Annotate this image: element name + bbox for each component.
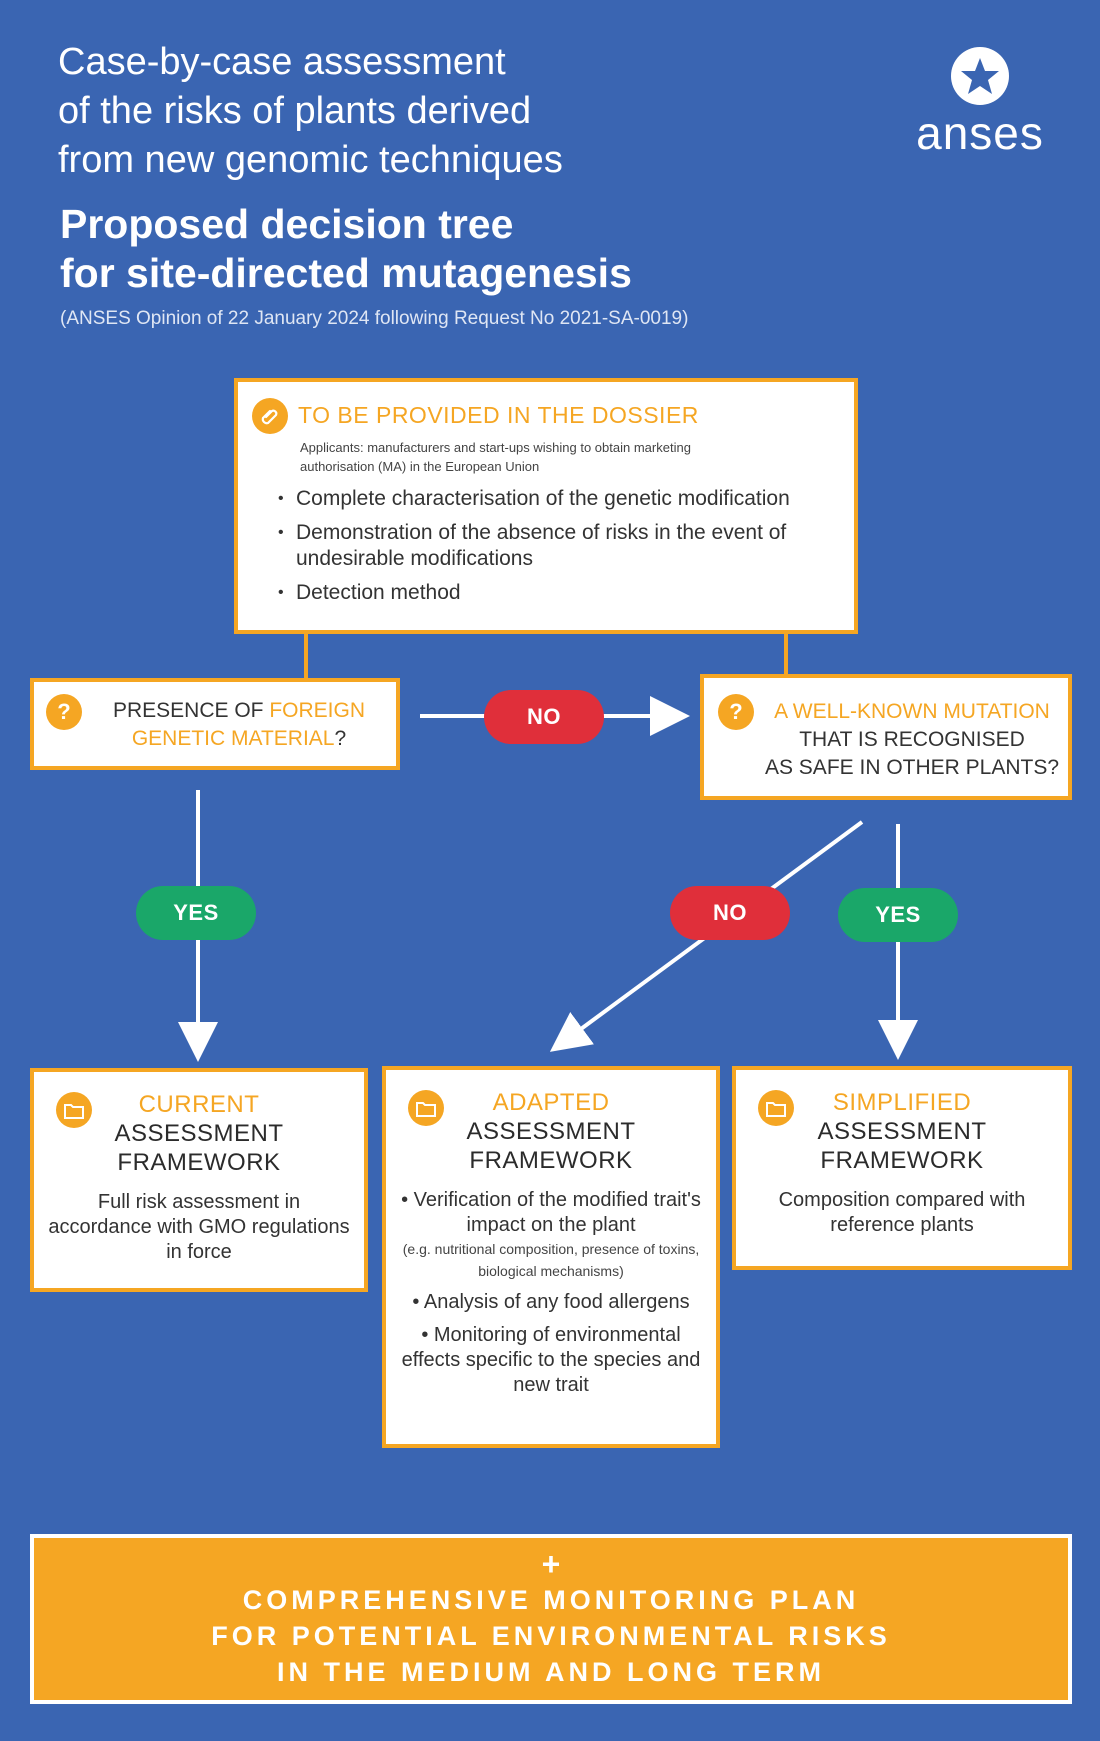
logo-text: anses <box>916 107 1044 159</box>
framework-title-highlight: CURRENT <box>138 1091 260 1118</box>
page-title: Case-by-case assessment of the risks of … <box>58 38 838 185</box>
list-item: Detection method <box>278 580 838 606</box>
yes-badge-2: YES <box>838 888 958 942</box>
question-mark-icon: ? <box>718 694 754 730</box>
banner-text: COMPREHENSIVE MONITORING PLAN FOR POTENT… <box>34 1582 1068 1690</box>
title-line-3: from new genomic techniques <box>58 139 563 181</box>
plus-icon: + <box>541 1546 561 1582</box>
question-line-3: AS SAFE IN OTHER PLANTS? <box>764 756 1060 779</box>
logo-star-icon <box>951 47 1009 105</box>
dossier-title: TO BE PROVIDED IN THE DOSSIER <box>298 402 699 428</box>
question-highlight: FOREIGN GENETIC MATERIAL <box>131 699 366 750</box>
framework-title-line: FRAMEWORK <box>820 1147 984 1174</box>
folder-icon <box>408 1090 444 1126</box>
framework-title: ADAPTED ASSESSMENT FRAMEWORK <box>386 1088 716 1175</box>
paperclip-icon <box>252 398 288 434</box>
framework-title: CURRENT ASSESSMENT FRAMEWORK <box>34 1090 364 1177</box>
title-line-2: of the risks of plants derived <box>58 90 532 132</box>
folder-icon <box>758 1090 794 1126</box>
anses-logo: anses <box>900 44 1060 164</box>
framework-title-line: FRAMEWORK <box>469 1147 633 1174</box>
question-foreign-material: PRESENCE OF FOREIGN GENETIC MATERIAL? <box>94 697 384 753</box>
dossier-list: Complete characterisation of the genetic… <box>278 486 838 614</box>
adapted-framework-box: ADAPTED ASSESSMENT FRAMEWORK • Verificat… <box>382 1066 720 1448</box>
framework-body: Composition compared with reference plan… <box>778 1189 1026 1236</box>
folder-icon <box>56 1092 92 1128</box>
question-line-2: THAT IS RECOGNISED <box>799 728 1025 751</box>
framework-item-note: (e.g. nutritional composition, presence … <box>402 1241 700 1279</box>
framework-item: • Verification of the modified trait's i… <box>401 1189 701 1236</box>
page-subtitle: Proposed decision tree for site-directed… <box>60 200 840 298</box>
framework-item: • Analysis of any food allergens <box>412 1291 690 1313</box>
question-highlight: A WELL-KNOWN MUTATION <box>774 700 1050 723</box>
framework-title-highlight: SIMPLIFIED <box>832 1089 972 1116</box>
dossier-applicants: Applicants: manufacturers and start-ups … <box>300 440 691 474</box>
no-badge-1: NO <box>484 690 604 744</box>
banner-line-1: COMPREHENSIVE MONITORING PLAN <box>242 1585 860 1615</box>
no-badge-2: NO <box>670 886 790 940</box>
dossier-box: TO BE PROVIDED IN THE DOSSIER Applicants… <box>234 378 858 634</box>
subtitle-line-2: for site-directed mutagenesis <box>60 250 632 296</box>
question-known-mutation: A WELL-KNOWN MUTATION THAT IS RECOGNISED… <box>762 698 1062 782</box>
subtitle-line-1: Proposed decision tree <box>60 201 514 247</box>
simplified-framework-box: SIMPLIFIED ASSESSMENT FRAMEWORK Composit… <box>732 1066 1072 1270</box>
banner-line-2: FOR POTENTIAL ENVIRONMENTAL RISKS <box>211 1621 891 1651</box>
question-prefix: PRESENCE OF <box>112 699 270 722</box>
framework-item: • Monitoring of environmental effects sp… <box>401 1324 701 1396</box>
monitoring-banner: + COMPREHENSIVE MONITORING PLAN FOR POTE… <box>30 1534 1072 1704</box>
banner-line-3: IN THE MEDIUM AND LONG TERM <box>277 1657 825 1687</box>
reference-note: (ANSES Opinion of 22 January 2024 follow… <box>60 308 689 329</box>
framework-title-highlight: ADAPTED <box>492 1089 610 1116</box>
framework-title-line: ASSESSMENT <box>114 1120 284 1147</box>
framework-title-line: ASSESSMENT <box>466 1118 636 1145</box>
title-line-1: Case-by-case assessment <box>58 41 506 83</box>
framework-title-line: ASSESSMENT <box>817 1118 987 1145</box>
framework-body: • Verification of the modified trait's i… <box>396 1188 706 1406</box>
question-foreign-material-box: ? PRESENCE OF FOREIGN GENETIC MATERIAL? <box>30 678 400 770</box>
question-mark-icon: ? <box>46 694 82 730</box>
question-known-mutation-box: ? A WELL-KNOWN MUTATION THAT IS RECOGNIS… <box>700 674 1072 800</box>
framework-body: Full risk assessment in accordance with … <box>48 1191 350 1263</box>
question-suffix: ? <box>334 727 347 750</box>
yes-badge-1: YES <box>136 886 256 940</box>
list-item: Demonstration of the absence of risks in… <box>278 520 838 572</box>
current-framework-box: CURRENT ASSESSMENT FRAMEWORK Full risk a… <box>30 1068 368 1292</box>
framework-title: SIMPLIFIED ASSESSMENT FRAMEWORK <box>736 1088 1068 1175</box>
list-item: Complete characterisation of the genetic… <box>278 486 838 512</box>
framework-title-line: FRAMEWORK <box>117 1149 281 1176</box>
